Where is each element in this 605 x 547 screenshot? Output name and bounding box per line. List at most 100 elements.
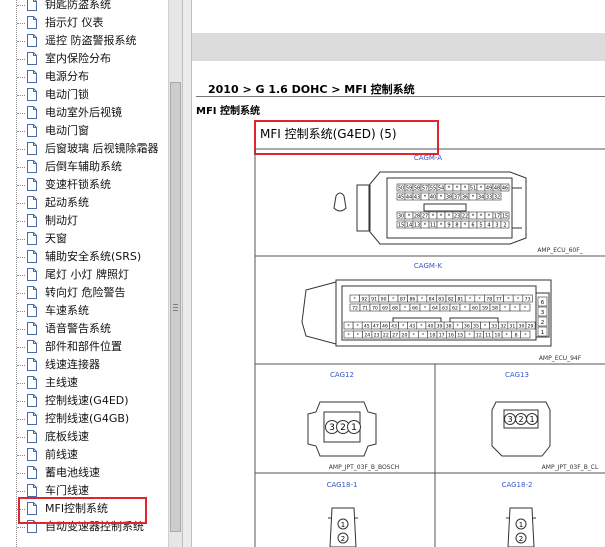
scrollbar-thumb[interactable] bbox=[170, 82, 181, 532]
document-icon bbox=[27, 0, 37, 11]
tree-connector bbox=[17, 455, 25, 456]
sidebar-tree-item[interactable]: 后倒车辅助系统 bbox=[0, 158, 168, 176]
sidebar-tree-item[interactable]: 转向灯 危险警告 bbox=[0, 284, 168, 302]
tree-connector bbox=[17, 167, 25, 168]
sidebar-tree-item[interactable]: 电源分布 bbox=[0, 68, 168, 86]
content-pane: 2010 > G 1.6 DOHC > MFI 控制系统 MFI 控制系统 MF… bbox=[192, 0, 605, 547]
sidebar-tree-item[interactable]: 语音警告系统 bbox=[0, 320, 168, 338]
pin-number: * bbox=[420, 323, 423, 329]
sidebar-tree-item[interactable]: 指示灯 仪表 bbox=[0, 14, 168, 32]
pane-splitter[interactable] bbox=[182, 0, 192, 547]
sidebar-scrollbar[interactable] bbox=[168, 0, 182, 547]
pin-number: 17 bbox=[439, 332, 445, 338]
sidebar-tree-item[interactable]: 遥控 防盗警报系统 bbox=[0, 32, 168, 50]
pin-number: 15 bbox=[457, 332, 463, 338]
pin-number: 29 bbox=[528, 323, 534, 329]
document-icon bbox=[27, 448, 37, 461]
pin-number: 6 bbox=[471, 222, 474, 228]
tree-connector bbox=[17, 473, 25, 474]
sidebar-tree-item[interactable]: 前线速 bbox=[0, 446, 168, 464]
pin-number: 50 bbox=[398, 185, 404, 191]
sidebar-item-label: 室内保险分布 bbox=[45, 52, 111, 65]
pin-number: 27 bbox=[422, 213, 428, 219]
tree-connector bbox=[17, 5, 25, 6]
document-icon bbox=[27, 214, 37, 227]
sidebar-item-label: 控制线速(G4GB) bbox=[45, 412, 130, 425]
sidebar-tree-item[interactable]: 起动系统 bbox=[0, 194, 168, 212]
sidebar-tree-item[interactable]: 电动门锁 bbox=[0, 86, 168, 104]
sidebar-tree-item[interactable]: 车门线速 bbox=[0, 482, 168, 500]
pin-number: * bbox=[392, 296, 395, 302]
sidebar-item-label: 钥匙防盗系统 bbox=[45, 0, 111, 11]
sidebar-tree-item[interactable]: 后窗玻璃 后视镜除霜器 bbox=[0, 140, 168, 158]
document-icon bbox=[27, 268, 37, 281]
pin-number: 33 bbox=[491, 323, 497, 329]
selected-item-highlight bbox=[18, 497, 147, 524]
pin-number: 3 bbox=[329, 423, 335, 433]
sidebar-tree-item[interactable]: 主线速 bbox=[0, 374, 168, 392]
sidebar-tree-item[interactable]: MFI控制系统 bbox=[0, 500, 168, 518]
pin-number: 36 bbox=[464, 323, 470, 329]
pin-number: 59 bbox=[482, 305, 488, 311]
sidebar-tree-item[interactable]: 变速杆锁系统 bbox=[0, 176, 168, 194]
sidebar-tree-item[interactable]: 线速连接器 bbox=[0, 356, 168, 374]
pin-number: 32 bbox=[494, 194, 500, 200]
sidebar-tree-item[interactable]: 底板线速 bbox=[0, 428, 168, 446]
document-icon bbox=[27, 340, 37, 353]
pin-cell bbox=[525, 321, 536, 330]
pin-number: 90 bbox=[381, 296, 387, 302]
document-icon bbox=[27, 430, 37, 443]
sidebar-tree-item[interactable]: 蓄电池线速 bbox=[0, 464, 168, 482]
pin-number: 20 bbox=[402, 332, 408, 338]
tree-connector bbox=[17, 185, 25, 186]
pin-number: 38 bbox=[446, 323, 452, 329]
sidebar-tree-item[interactable]: 电动室外后视镜 bbox=[0, 104, 168, 122]
tree-connector bbox=[17, 401, 25, 402]
document-icon bbox=[27, 250, 37, 263]
sidebar-tree-item[interactable]: 部件和部件位置 bbox=[0, 338, 168, 356]
pin-number: * bbox=[424, 305, 427, 311]
pin-number: 2 bbox=[340, 423, 346, 433]
tree-connector bbox=[17, 275, 25, 276]
pin-number: * bbox=[402, 323, 405, 329]
sidebar-tree-item[interactable]: 控制线速(G4GB) bbox=[0, 410, 168, 428]
connector-name: CAG18-2 bbox=[502, 481, 533, 489]
pin-number: * bbox=[524, 305, 527, 311]
pin-number: * bbox=[440, 194, 443, 200]
sidebar-item-label: 主线速 bbox=[45, 376, 78, 389]
pin-number: 1 bbox=[341, 521, 345, 529]
sidebar-tree-item[interactable]: 尾灯 小灯 牌照灯 bbox=[0, 266, 168, 284]
sidebar-tree-item[interactable]: 室内保险分布 bbox=[0, 50, 168, 68]
pin-number: * bbox=[448, 213, 451, 219]
pin-number: 1 bbox=[541, 330, 545, 336]
connector-cag18-2: CAG18-2 12 bbox=[502, 481, 536, 547]
pin-number: 86 bbox=[409, 296, 415, 302]
sidebar-tree-item[interactable]: 辅助安全系统(SRS) bbox=[0, 248, 168, 266]
sidebar-tree-item[interactable]: 制动灯 bbox=[0, 212, 168, 230]
pin-number: 62 bbox=[452, 305, 458, 311]
pin-cell bbox=[537, 316, 548, 327]
pin-number: 8 bbox=[455, 222, 458, 228]
pin-number: 36 bbox=[462, 194, 468, 200]
tree-connector bbox=[17, 311, 25, 312]
pin-number: 13 bbox=[414, 222, 420, 228]
pin-number: * bbox=[357, 323, 360, 329]
sidebar-tree-item[interactable]: 天窗 bbox=[0, 230, 168, 248]
pin-number: * bbox=[488, 213, 491, 219]
sidebar-tree-item[interactable]: 电动门窗 bbox=[0, 122, 168, 140]
pin-number: * bbox=[421, 296, 424, 302]
pin-number: 28 bbox=[414, 213, 420, 219]
pin-number: 2 bbox=[519, 535, 523, 543]
sidebar-tree-item[interactable]: 钥匙防盗系统 bbox=[0, 0, 168, 14]
pin-number: 1 bbox=[351, 423, 357, 433]
tree-connector bbox=[17, 95, 25, 96]
sidebar-tree-item[interactable]: 控制线速(G4ED) bbox=[0, 392, 168, 410]
sidebar-item-label: 遥控 防盗警报系统 bbox=[45, 34, 137, 47]
document-icon bbox=[27, 160, 37, 173]
sidebar-tree-item[interactable]: 车速系统 bbox=[0, 302, 168, 320]
pin-cell bbox=[520, 330, 531, 339]
thumb-grip bbox=[173, 304, 178, 305]
